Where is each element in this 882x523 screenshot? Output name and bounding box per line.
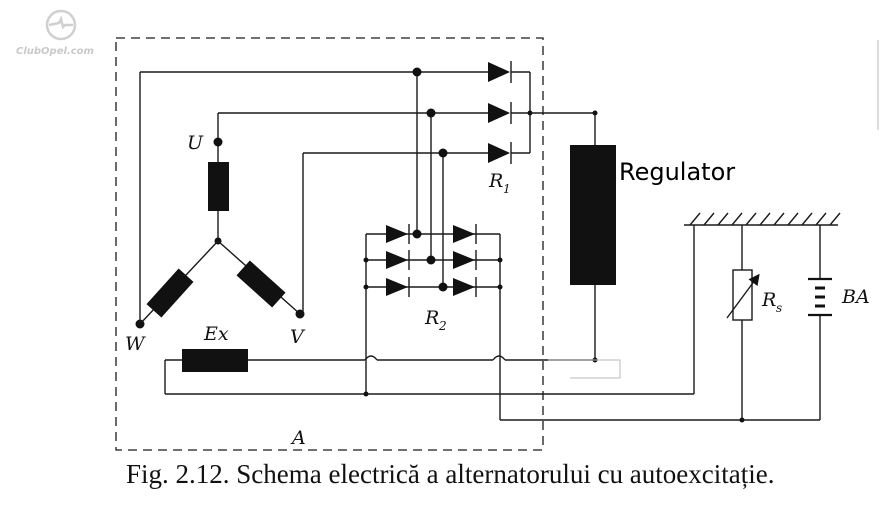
bridge-r1-subscript: 1	[503, 182, 511, 196]
variable-resistor-rs	[726, 225, 760, 420]
winding-u	[208, 162, 229, 211]
bridge-r2-label: R	[424, 307, 439, 329]
alternator-label: A	[290, 427, 306, 449]
phase-u-label: U	[187, 132, 204, 154]
phase-v-label: V	[290, 326, 306, 348]
diode-r1-w	[488, 62, 510, 82]
diode-bridge-r2	[363, 224, 503, 394]
alternator-enclosure	[115, 37, 544, 451]
diode-r1-u	[488, 103, 510, 123]
winding-w	[146, 268, 194, 318]
watermark-text: ClubOpel.com	[16, 46, 94, 57]
diode-bridge-r1	[488, 61, 533, 164]
regulator-block	[570, 145, 616, 285]
regulator-label: Regulator	[619, 158, 735, 186]
battery-label: BA	[841, 286, 870, 308]
scan-artifact	[548, 359, 621, 379]
excitation-winding	[182, 349, 248, 372]
battery-ba	[808, 225, 832, 420]
figure-caption: Fig. 2.12. Schema electrică a alternator…	[126, 459, 775, 489]
bridge-r1-label: R	[488, 170, 503, 192]
phase-w-label: W	[125, 333, 146, 355]
resistor-rs-label: R	[761, 289, 776, 311]
diode-r1-v	[488, 143, 510, 163]
resistor-rs-subscript: s	[776, 301, 782, 315]
watermark-logo: ClubOpel.com	[16, 9, 94, 57]
excitation-label: Ex	[203, 323, 229, 345]
ground-symbol	[684, 212, 841, 226]
bridge-r2-subscript: 2	[438, 319, 447, 333]
stator-windings	[135, 113, 305, 329]
winding-v	[236, 260, 286, 308]
